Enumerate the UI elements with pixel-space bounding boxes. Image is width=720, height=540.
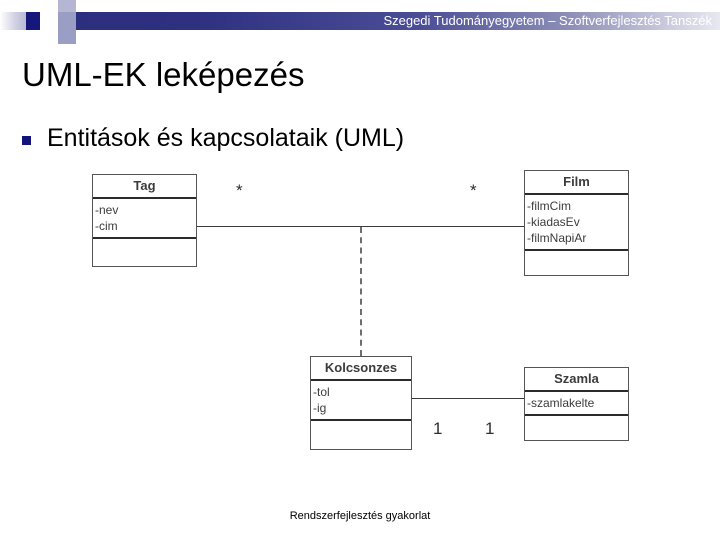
multiplicity-tag-side: * [236,181,243,200]
header-tile-dark-square [26,12,40,30]
header-tile-10 [58,30,76,44]
uml-attributes-tag: -nev -cim [93,199,196,239]
header-institution-label: Szegedi Tudományegyetem – Szoftverfejles… [383,13,712,28]
uml-class-film[interactable]: Film -filmCim -kiadasEv -filmNapiAr [524,170,629,276]
header-tile-9 [40,30,58,44]
uml-class-tag[interactable]: Tag -nev -cim [92,174,197,267]
uml-operations-film [525,251,628,275]
header-tile-2 [20,0,40,12]
association-class-dashed-link [360,227,362,356]
uml-operations-kolcsonzes [311,421,411,449]
header-tile-7 [58,12,76,30]
header-tile-8 [26,30,40,44]
page-title: UML-EK leképezés [22,56,305,93]
uml-attributes-kolcsonzes: -tol -ig [311,381,411,421]
header-tile-4 [40,0,58,12]
multiplicity-szamla-side: 1 [485,419,495,438]
association-line-kolcsonzes-szamla [412,398,524,399]
header-tile-5 [40,12,58,30]
uml-class-szamla[interactable]: Szamla -szamlakelte [524,367,629,441]
uml-attribute: -tol [313,385,330,399]
slide-header-band: Szegedi Tudományegyetem – Szoftverfejles… [0,0,720,44]
header-tile-3 [0,12,26,30]
multiplicity-kolcsonzes-side: 1 [433,419,443,438]
uml-attribute: -filmCim [527,199,571,213]
uml-attribute: -cim [95,219,118,233]
uml-attributes-film: -filmCim -kiadasEv -filmNapiAr [525,195,628,251]
uml-attribute: -ig [313,401,327,415]
uml-attribute: -kiadasEv [527,215,580,229]
uml-class-name-tag: Tag [93,175,196,199]
header-gradient-bar [50,12,720,30]
uml-operations-tag [93,239,196,266]
uml-class-kolcsonzes[interactable]: Kolcsonzes -tol -ig [310,356,412,450]
uml-operations-szamla [525,416,628,440]
uml-attribute: -szamlakelte [527,396,595,410]
header-tile-1 [0,0,20,12]
square-bullet-icon [22,136,31,145]
association-line-tag-film [197,226,524,227]
uml-class-name-kolcsonzes: Kolcsonzes [311,357,411,381]
slide-footer: Rendszerfejlesztés gyakorlat [289,510,431,522]
uml-attribute: -nev [95,203,119,217]
uml-class-name-szamla: Szamla [525,368,628,392]
multiplicity-film-side: * [470,181,477,200]
header-tile-6 [58,0,76,12]
bullet-list-item: Entitások és kapcsolataik (UML) [22,124,404,153]
bullet-item-label: Entitások és kapcsolataik (UML) [47,124,405,152]
uml-attribute: -filmNapiAr [527,231,587,245]
uml-class-name-film: Film [525,171,628,195]
uml-attributes-szamla: -szamlakelte [525,392,628,416]
header-tile-11 [76,12,88,30]
